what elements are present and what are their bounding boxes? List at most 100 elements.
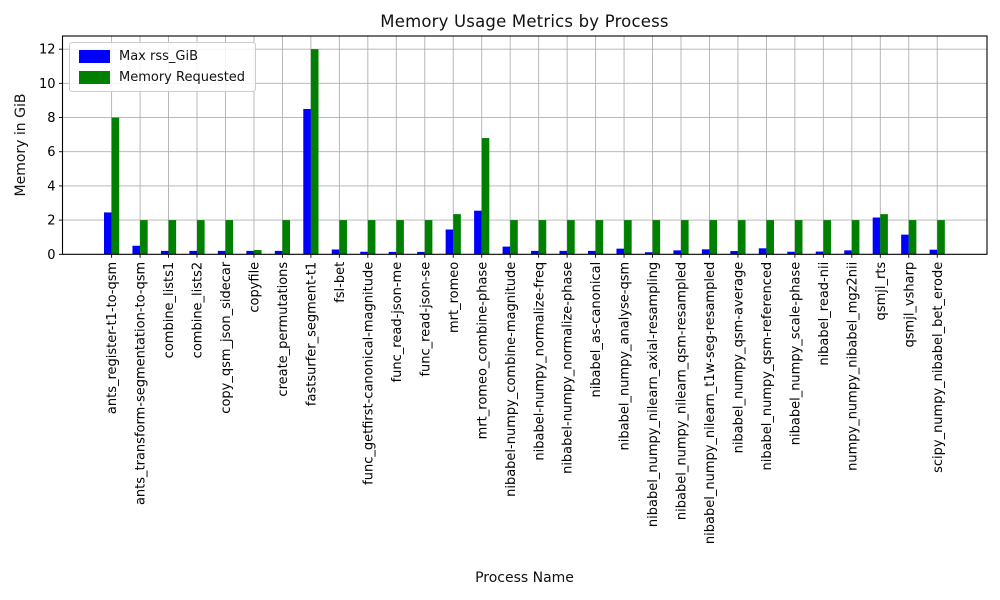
bar-max-rss bbox=[445, 229, 454, 255]
x-tick-label: nibabel-numpy_combine-magnitude bbox=[504, 262, 519, 497]
bar-max-rss bbox=[644, 252, 653, 255]
bar-max-rss bbox=[502, 246, 511, 255]
bar-memory-requested bbox=[225, 220, 234, 255]
bar-max-rss bbox=[104, 212, 112, 255]
x-tick-label: mrt_romeo_combine-phase bbox=[475, 262, 490, 440]
x-tick-label: numpy_numpy_nibabel_mgz2nii bbox=[845, 262, 860, 471]
bar-memory-requested bbox=[282, 220, 291, 255]
bar-memory-requested bbox=[908, 220, 917, 255]
x-tick-label: combine_lists1 bbox=[162, 262, 177, 359]
y-tick-label: 4 bbox=[47, 179, 55, 194]
legend-label-max-rss: Max rss_GiB bbox=[119, 49, 199, 64]
x-tick-label: qsmjl_vsharp bbox=[902, 262, 917, 348]
bar-memory-requested bbox=[624, 220, 632, 255]
bar-memory-requested bbox=[681, 220, 689, 255]
bar-max-rss bbox=[616, 248, 625, 255]
x-tick-label: nibabel_read-nii bbox=[817, 262, 832, 366]
bar-max-rss bbox=[417, 251, 425, 255]
bar-memory-requested bbox=[823, 220, 831, 255]
bar-memory-requested bbox=[794, 220, 803, 255]
axes-frame bbox=[61, 35, 988, 255]
bar-memory-requested bbox=[880, 214, 888, 255]
y-tick-label: 10 bbox=[39, 77, 56, 92]
x-tick-label: func_read-json-me bbox=[390, 262, 405, 383]
bar-max-rss bbox=[160, 250, 169, 255]
x-tick-label: qsmjl_rts bbox=[874, 262, 889, 321]
bar-memory-requested bbox=[766, 220, 775, 255]
bar-memory-requested bbox=[253, 250, 262, 255]
chart-title: Memory Usage Metrics by Process bbox=[380, 12, 669, 31]
bar-memory-requested bbox=[595, 220, 604, 255]
x-tick-label: nibabel_numpy_analyse-qsm bbox=[618, 262, 633, 451]
bar-max-rss bbox=[587, 250, 596, 255]
x-tick-label: nibabel_numpy_nilearn_axial-resampling bbox=[646, 262, 661, 527]
bar-memory-requested bbox=[538, 220, 547, 255]
bar-max-rss bbox=[673, 250, 681, 255]
bar-memory-requested bbox=[737, 220, 746, 255]
x-tick-label: nibabel_numpy_nilearn_qsm-resampled bbox=[675, 262, 690, 520]
bar-max-rss bbox=[474, 210, 482, 255]
legend-swatch-blue bbox=[79, 50, 110, 63]
y-tick-label: 0 bbox=[47, 248, 55, 263]
bar-memory-requested bbox=[652, 220, 661, 255]
bar-memory-requested bbox=[481, 138, 490, 255]
bar-max-rss bbox=[787, 251, 795, 255]
legend-label-memory-requested: Memory Requested bbox=[119, 70, 246, 85]
x-tick-label: nibabel-numpy_normalize-freq bbox=[532, 262, 547, 461]
bar-memory-requested bbox=[140, 220, 148, 255]
x-tick-label: nibabel_numpy_qsm-referenced bbox=[760, 262, 775, 471]
x-tick-label: func_read-json-se bbox=[418, 262, 433, 377]
x-tick-label: nibabel_numpy_scale-phase bbox=[788, 262, 803, 445]
x-tick-label: scipy_numpy_nibabel_bet_erode bbox=[931, 262, 946, 473]
bar-max-rss bbox=[901, 234, 909, 255]
bar-memory-requested bbox=[510, 220, 518, 255]
bar-max-rss bbox=[872, 217, 881, 255]
bar-max-rss bbox=[815, 251, 824, 255]
x-tick-label: fastsurfer_segment-t1 bbox=[304, 262, 319, 406]
y-tick-label: 6 bbox=[47, 145, 55, 160]
bar-memory-requested bbox=[197, 220, 205, 255]
bar-memory-requested bbox=[709, 220, 718, 255]
bar-memory-requested bbox=[567, 220, 575, 255]
y-tick-label: 12 bbox=[39, 43, 56, 58]
bar-max-rss bbox=[730, 251, 738, 255]
bar-memory-requested bbox=[339, 220, 347, 255]
bar-max-rss bbox=[246, 250, 254, 255]
legend-swatch-green bbox=[79, 71, 110, 84]
y-tick-label: 2 bbox=[47, 214, 55, 229]
x-tick-label: nibabel_numpy_qsm-average bbox=[732, 262, 747, 454]
bar-max-rss bbox=[189, 250, 198, 255]
y-axis-label: Memory in GiB bbox=[13, 93, 29, 197]
bar-max-rss bbox=[929, 249, 938, 255]
bar-max-rss bbox=[274, 250, 283, 255]
bar-memory-requested bbox=[851, 220, 860, 255]
bar-memory-requested bbox=[396, 220, 404, 255]
bar-memory-requested bbox=[453, 214, 461, 255]
bar-memory-requested bbox=[937, 220, 945, 255]
bar-memory-requested bbox=[310, 49, 319, 255]
y-tick-label: 8 bbox=[47, 111, 55, 126]
bar-max-rss bbox=[844, 250, 852, 255]
bar-max-rss bbox=[303, 108, 311, 255]
legend: Max rss_GiB Memory Requested bbox=[69, 42, 257, 92]
x-tick-label: ants_transform-segmentation-to-qsm bbox=[134, 262, 149, 505]
x-axis-label: Process Name bbox=[475, 570, 574, 586]
x-tick-label: combine_lists2 bbox=[191, 262, 206, 359]
bar-max-rss bbox=[531, 250, 539, 255]
x-tick-label: func_getfirst-canonical-magnitude bbox=[361, 262, 376, 485]
x-tick-label: create_permutations bbox=[276, 262, 291, 397]
bar-max-rss bbox=[559, 250, 568, 255]
x-tick-label: nibabel_numpy_nilearn_t1w-seg-resampled bbox=[703, 262, 718, 544]
x-tick-label: copyfile bbox=[248, 262, 263, 313]
bar-max-rss bbox=[701, 249, 710, 255]
bar-memory-requested bbox=[111, 117, 120, 255]
bar-memory-requested bbox=[367, 220, 376, 255]
bar-max-rss bbox=[331, 249, 340, 255]
bar-max-rss bbox=[217, 250, 226, 255]
x-tick-label: mrt_romeo bbox=[447, 262, 462, 333]
x-tick-label: nibabel_as-canonical bbox=[589, 262, 604, 398]
x-tick-label: copy_qsm_json_sidecar bbox=[219, 261, 234, 414]
